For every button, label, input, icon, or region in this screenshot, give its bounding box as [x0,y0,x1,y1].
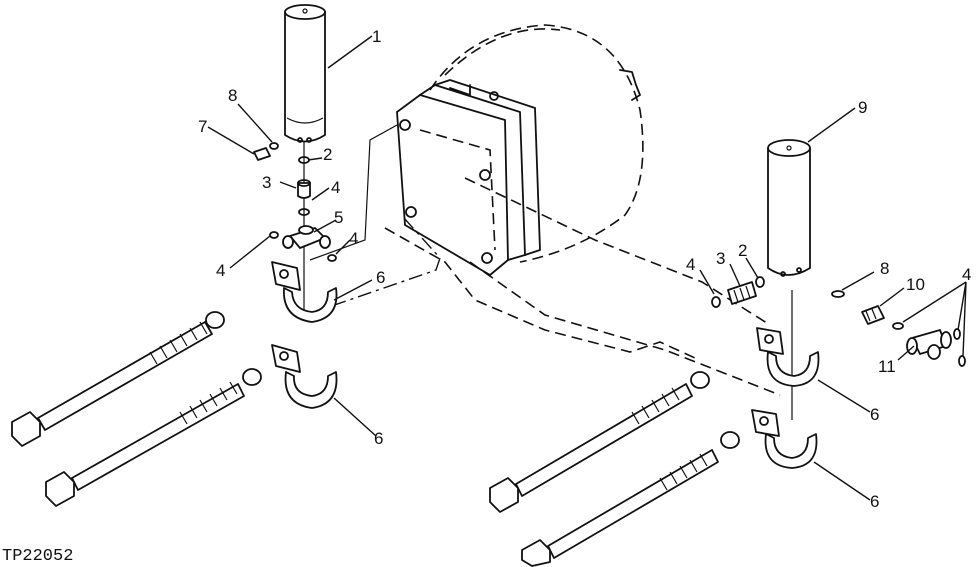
callout-9: 9 [858,98,867,117]
callout-2-right: 2 [738,241,747,260]
callout-6-lower-left: 6 [374,429,383,448]
clamp-lower-left [271,344,338,409]
bolt-right-lower [521,431,740,567]
bolt-right-upper [489,371,710,513]
callout-6-upper-right: 6 [870,405,879,424]
left-fittings [253,142,337,262]
callout-5: 5 [334,208,343,227]
callout-10: 10 [906,275,925,294]
callout-4-right: 4 [686,255,695,274]
left-accumulator [284,4,326,143]
callout-labels: 1 9 8 7 2 3 4 5 4 4 6 6 4 3 2 8 10 4 11 … [2,27,971,566]
callout-3-left: 3 [262,173,271,192]
callout-6-upper-left: 6 [376,268,385,287]
figure-id-label: TP22052 [2,547,73,566]
bolt-left-lower [45,368,262,507]
callout-4-far-right: 4 [962,265,971,284]
callout-2-left: 2 [323,145,332,164]
clamp-upper-right [756,327,820,387]
callout-8-left: 8 [228,86,237,105]
callout-6-lower-right: 6 [870,492,879,511]
callout-4-left-lower: 4 [216,261,225,280]
bolt-left-upper [11,311,225,447]
right-fittings [711,276,966,367]
callout-4-left-mid: 4 [349,229,358,248]
clamp-lower-right [751,409,818,469]
callout-8-right: 8 [880,259,889,278]
right-accumulator [767,139,811,277]
clamp-upper-left [271,261,338,323]
callout-1: 1 [372,27,381,46]
leader-lines [207,35,967,501]
callout-4-left-upper: 4 [331,178,340,197]
callout-11: 11 [878,357,896,376]
motor-housing [396,24,644,276]
callout-3-right: 3 [716,249,725,268]
callout-7: 7 [198,117,207,136]
